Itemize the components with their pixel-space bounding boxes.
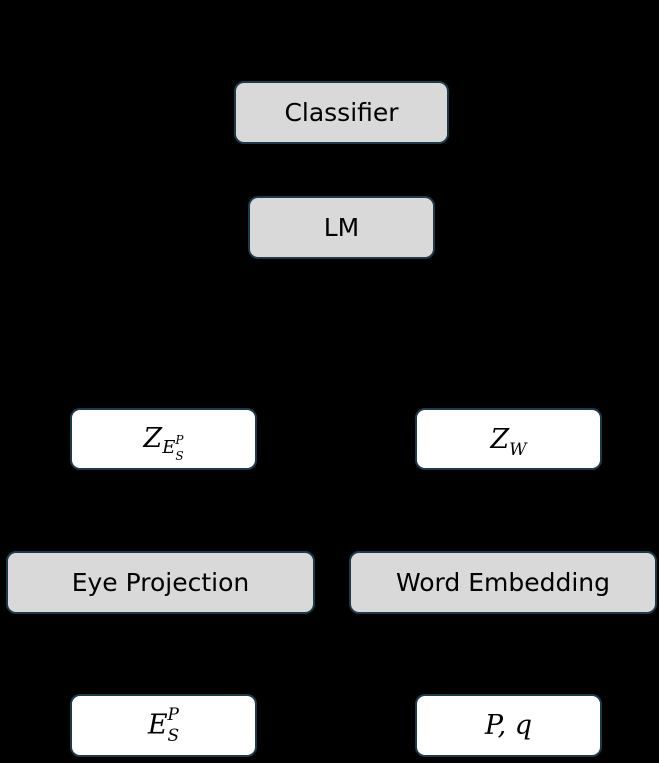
node-lm[interactable]: LM: [248, 196, 435, 259]
text-input-p: P: [484, 710, 498, 741]
node-eye-projection[interactable]: Eye Projection: [6, 551, 315, 614]
node-word-embedding-label: Word Embedding: [395, 568, 610, 597]
node-text-input-label: P, q: [485, 712, 532, 739]
text-input-q: q: [514, 710, 533, 741]
node-text-input[interactable]: P, q: [415, 694, 602, 757]
eye-features-sub: S: [167, 725, 180, 746]
node-word-embedding[interactable]: Word Embedding: [349, 551, 657, 614]
node-lm-label: LM: [323, 213, 360, 242]
eye-features-sup: P: [167, 704, 179, 725]
z-eye-sub-base: E: [162, 436, 176, 458]
eye-features-base: E: [147, 709, 168, 740]
z-eye-sub: S: [175, 448, 184, 463]
node-classifier-label: Classifier: [284, 98, 399, 127]
node-z-word-label: ZW: [490, 423, 526, 459]
node-eye-projection-label: Eye Projection: [71, 568, 250, 597]
z-word-sub: W: [509, 439, 527, 460]
z-word-base: Z: [490, 423, 510, 455]
text-input-comma: ,: [497, 710, 507, 741]
z-eye-base: Z: [143, 422, 163, 454]
node-z-word[interactable]: ZW: [415, 408, 602, 470]
node-classifier[interactable]: Classifier: [234, 81, 449, 144]
z-eye-sup: P: [175, 432, 184, 447]
